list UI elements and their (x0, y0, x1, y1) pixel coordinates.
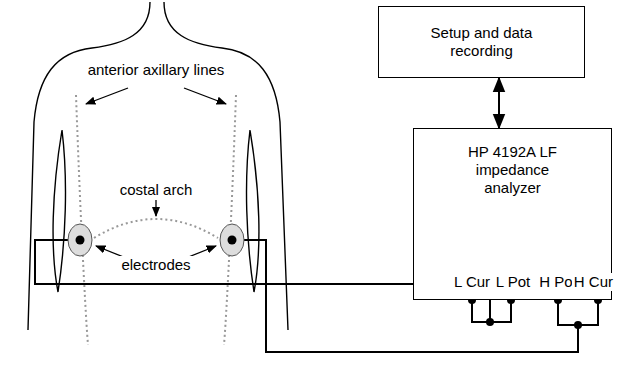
terminal-label: H Cur (572, 273, 615, 291)
leader-arrow (86, 88, 128, 104)
junction-dot (574, 321, 582, 329)
right-body-contour (164, 2, 288, 330)
right-axillary-line (224, 95, 236, 345)
terminal-label: L Cur (452, 273, 492, 291)
leader-arrows (86, 88, 226, 258)
electrodes (68, 224, 244, 256)
anatomy-label: costal arch (118, 181, 195, 199)
anatomical-lines (76, 95, 236, 345)
body-outline (28, 2, 288, 330)
anatomy-label: anterior axillary lines (86, 61, 227, 79)
electrode (68, 224, 92, 256)
electrode-dot (228, 236, 237, 245)
left-arm (53, 130, 65, 292)
left-axillary-line (76, 95, 88, 345)
left-body-contour (28, 2, 150, 330)
junctions (468, 296, 602, 329)
terminal-label: L Pot (494, 273, 532, 291)
connector-arrow (498, 78, 500, 128)
box-label: HP 4192A LF impedance analyzer (448, 143, 578, 197)
leader-arrow (155, 200, 156, 216)
leader-arrow (184, 88, 226, 104)
box-label: Setup and data recording (412, 24, 552, 60)
junction-dot (486, 318, 494, 326)
electrode-dot (76, 236, 85, 245)
right-arm (247, 130, 259, 292)
costal-arch-line (94, 219, 218, 238)
anatomy-label: electrodes (119, 256, 192, 274)
electrode (220, 224, 244, 256)
process-box: Setup and data recording (378, 6, 585, 78)
